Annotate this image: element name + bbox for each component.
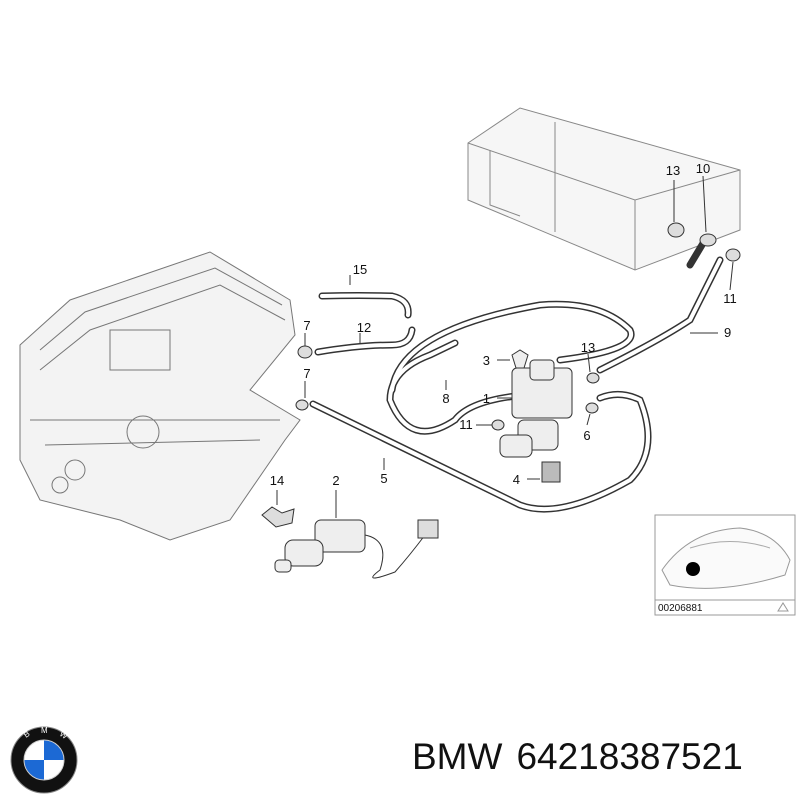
callout-1: 1: [483, 391, 490, 406]
callout-7a: 7: [303, 318, 310, 333]
leader-lines: [276, 175, 734, 518]
water-valve: [499, 349, 573, 483]
callout-labels: 1 2 3 4 5 6 7 7 8 9 10 11 11 12 13 13 14…: [270, 161, 737, 488]
location-marker: [686, 562, 700, 576]
callout-11a: 11: [723, 291, 737, 306]
callout-12: 12: [357, 320, 371, 335]
callout-2: 2: [332, 473, 339, 488]
callout-15: 15: [353, 262, 367, 277]
bmw-logo: B M W: [10, 726, 78, 794]
callout-5: 5: [380, 471, 387, 486]
callout-9: 9: [724, 325, 731, 340]
svg-text:B: B: [22, 729, 32, 739]
svg-text:M: M: [41, 726, 48, 735]
hose-highlights: [311, 258, 722, 512]
callout-4: 4: [513, 472, 520, 487]
hose-clamps: [295, 222, 741, 431]
part-number: 64218387521: [516, 736, 743, 777]
part-caption: BMW 64218387521: [412, 736, 792, 778]
brand-name: BMW: [412, 736, 503, 777]
auxiliary-pump: [261, 506, 439, 579]
callout-13a: 13: [666, 163, 680, 178]
callout-14: 14: [270, 473, 284, 488]
callout-7b: 7: [303, 366, 310, 381]
svg-text:W: W: [58, 729, 70, 741]
callout-11b: 11: [459, 417, 473, 432]
callout-13b: 13: [581, 340, 595, 355]
callout-10: 10: [696, 161, 710, 176]
inset-ref-code: 00206881: [658, 603, 703, 614]
callout-3: 3: [483, 353, 490, 368]
callout-6: 6: [583, 428, 590, 443]
inset-car-view: 00206881: [654, 514, 796, 616]
callout-8: 8: [442, 391, 449, 406]
engine-block: [19, 251, 301, 541]
